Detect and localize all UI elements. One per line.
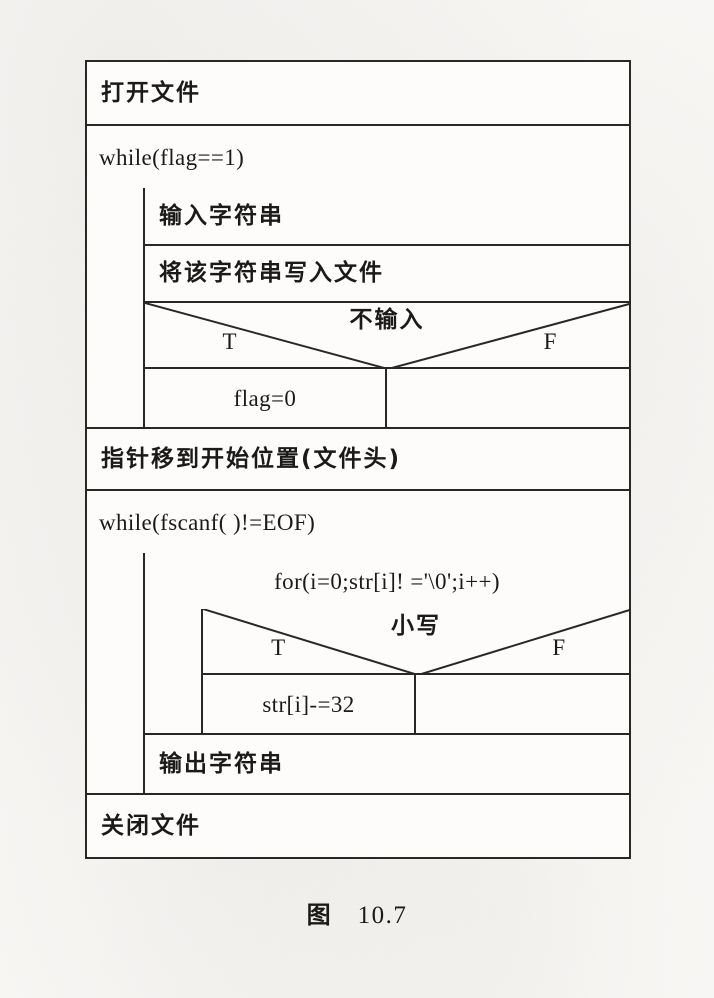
block-condition-no-input: 不输入 T F flag=0 [145, 303, 629, 427]
condition-lowercase-true-label: T [271, 635, 286, 660]
block-for-loop-label: for(i=0;str[i]! ='\0';i++) [274, 568, 500, 594]
block-seek-start: 指针移到开始位置(文件头) [87, 429, 629, 491]
condition-no-input-head: 不输入 T F [145, 303, 629, 369]
block-input-string-label: 输入字符串 [159, 202, 284, 229]
figure-caption: 图 10.7 [0, 895, 714, 930]
block-while-flag-label: while(flag==1) [99, 144, 245, 170]
branch-false-empty [387, 369, 629, 427]
block-while-fscanf-body: for(i=0;str[i]! ='\0';i++) 小写 T [143, 553, 629, 793]
block-input-string: 输入字符串 [145, 188, 629, 246]
condition-lowercase-branches: str[i]-=32 [203, 675, 629, 733]
condition-no-input-diagonals [145, 303, 629, 367]
branch-false-empty-2 [416, 675, 629, 733]
block-condition-lowercase: 小写 T F str[i]-=32 [203, 609, 629, 733]
block-for-loop: for(i=0;str[i]! ='\0';i++) 小写 T [145, 553, 629, 735]
block-while-fscanf-header: while(fscanf( )!=EOF) [87, 491, 629, 553]
figure-caption-label: 图 [306, 901, 332, 929]
block-while-flag: while(flag==1) 输入字符串 将该字符串写入文件 [87, 126, 629, 429]
block-output-string: 输出字符串 [145, 735, 629, 793]
condition-lowercase-diagonals [203, 609, 629, 673]
block-while-flag-body: 输入字符串 将该字符串写入文件 不输入 T F [143, 188, 629, 427]
branch-true-flag-zero-label: flag=0 [233, 385, 297, 411]
block-write-string-label: 将该字符串写入文件 [159, 260, 384, 286]
block-close-file-label: 关闭文件 [101, 812, 201, 839]
condition-lowercase-false-label: F [552, 635, 566, 660]
block-write-string: 将该字符串写入文件 [145, 246, 629, 303]
block-while-fscanf-label: while(fscanf( )!=EOF) [99, 509, 316, 535]
condition-no-input-branches: flag=0 [145, 369, 629, 427]
branch-true-minus-32-label: str[i]-=32 [262, 691, 355, 717]
block-for-loop-header: for(i=0;str[i]! ='\0';i++) [145, 553, 629, 609]
block-open-file-label: 打开文件 [101, 79, 201, 106]
block-while-fscanf: while(fscanf( )!=EOF) for(i=0;str[i]! ='… [87, 491, 629, 795]
block-seek-start-label: 指针移到开始位置(文件头) [101, 445, 402, 472]
block-for-loop-body: 小写 T F str[i]-=32 [201, 609, 629, 733]
block-open-file: 打开文件 [87, 62, 629, 126]
condition-lowercase-head: 小写 T F [203, 609, 629, 675]
ns-flowchart: 打开文件 while(flag==1) 输入字符串 将该字符串写入文件 [85, 60, 631, 859]
branch-true-minus-32: str[i]-=32 [203, 675, 416, 733]
condition-no-input-true-label: T [222, 329, 237, 354]
figure-caption-number: 10.7 [357, 902, 408, 929]
block-output-string-label: 输出字符串 [159, 750, 284, 777]
block-close-file: 关闭文件 [87, 795, 629, 857]
block-while-flag-header: while(flag==1) [87, 126, 629, 188]
condition-no-input-false-label: F [543, 329, 557, 354]
branch-true-flag-zero: flag=0 [145, 369, 387, 427]
